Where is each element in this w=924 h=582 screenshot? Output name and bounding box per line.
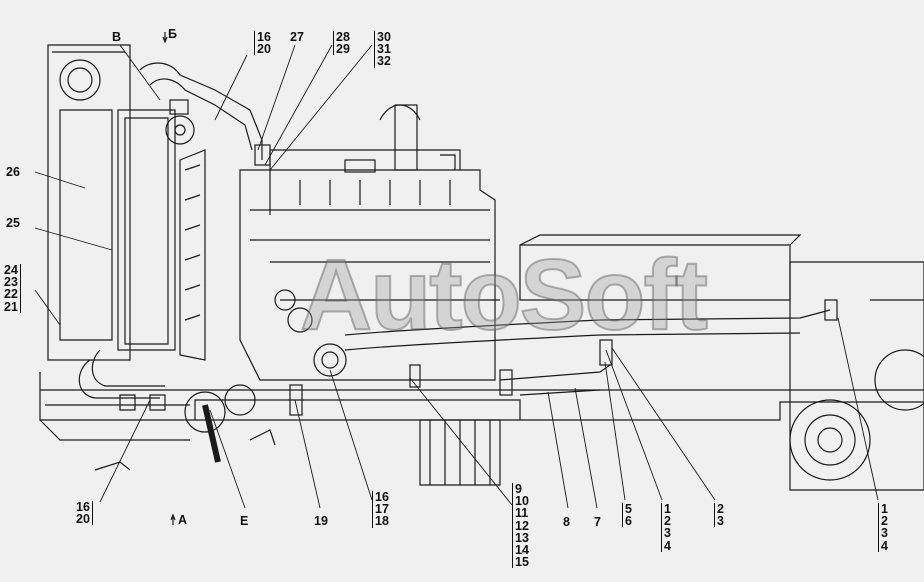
callout-11: 11: [515, 506, 529, 521]
callout-group-1-4-right: 1 2 3 4: [878, 503, 888, 552]
callout-group-2-3: 2 3: [714, 502, 724, 529]
callout-4-right: 4: [881, 538, 888, 553]
callout-32: 32: [377, 54, 391, 69]
callout-16: 16: [257, 30, 271, 44]
callout-e: Е: [240, 514, 249, 528]
callout-group-5-6: 5 6: [622, 502, 632, 529]
callout-group-16-18: 16 17 18: [372, 491, 389, 528]
callout-26: 26: [6, 165, 20, 179]
fan-blades: [179, 149, 206, 361]
callout-group-9-15: 9 10 11 12 13 14 15: [512, 482, 529, 570]
callout-18: 18: [375, 514, 389, 529]
callout-3: 3: [717, 514, 724, 529]
callout-group-28-29: 28 29: [333, 30, 350, 57]
callout-2-right: 2: [881, 514, 888, 529]
callout-6: 6: [625, 514, 632, 529]
callout-9: 9: [515, 482, 522, 496]
exhaust-pipe: [344, 309, 831, 336]
radiator-housing: [47, 44, 131, 361]
callout-8: 8: [563, 515, 570, 529]
callout-7: 7: [594, 515, 601, 529]
callout-29: 29: [336, 42, 350, 57]
callout-5: 5: [625, 502, 632, 516]
callout-a: А: [178, 513, 188, 527]
callout-17: 17: [375, 502, 389, 517]
callout-1-mid: 1: [664, 502, 671, 516]
callout-group-1-4-mid: 1 2 3 4: [661, 503, 671, 552]
watermark: AutoSoft: [299, 238, 709, 352]
callout-19: 19: [314, 514, 328, 528]
callout-4-mid: 4: [664, 538, 671, 553]
callout-group-24-21: 24 23 22 21: [4, 264, 21, 313]
callout-25: 25: [6, 216, 20, 230]
callout-group-16-20-bottom: 16 20: [76, 500, 93, 527]
wheel-hub: [789, 399, 871, 481]
callout-2: 2: [717, 502, 724, 516]
frame-rail: [39, 372, 924, 421]
callout-3-right: 3: [881, 526, 888, 541]
callout-3-mid: 3: [664, 526, 671, 541]
callout-2-mid: 2: [664, 514, 671, 529]
callout-b: Б: [168, 27, 177, 41]
callout-group-16-20-top: 16 20: [254, 30, 271, 57]
callout-13: 13: [515, 530, 529, 545]
callout-14: 14: [515, 543, 529, 558]
callout-16-bottom: 16: [76, 500, 90, 514]
callout-group-30-32: 30 31 32: [374, 31, 391, 68]
callout-12: 12: [515, 518, 529, 533]
callout-28: 28: [336, 30, 350, 44]
oil-filter: [313, 343, 347, 377]
engine-block: [239, 169, 496, 381]
callout-20: 20: [257, 42, 271, 57]
callout-27: 27: [290, 30, 304, 44]
callout-30: 30: [377, 30, 391, 44]
callout-15: 15: [515, 555, 529, 570]
callout-1-right: 1: [881, 502, 888, 516]
callout-21: 21: [4, 299, 18, 314]
callout-10: 10: [515, 494, 529, 509]
callout-31: 31: [377, 42, 391, 57]
callout-23: 23: [4, 275, 18, 290]
callout-16-lower: 16: [375, 490, 389, 504]
callout-20-bottom: 20: [76, 512, 90, 527]
air-intake-pipe: [139, 62, 263, 160]
callout-22: 22: [4, 287, 18, 302]
rear-axle-housing: [789, 261, 924, 491]
callout-v: В: [112, 30, 122, 44]
callout-24: 24: [4, 263, 18, 277]
